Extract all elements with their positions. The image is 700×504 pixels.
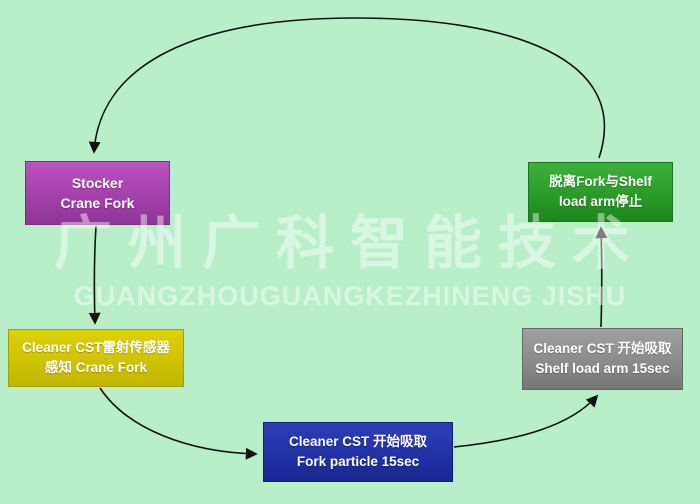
node-sensor-line2: 感知 Crane Fork [44, 360, 148, 375]
node-fork-line1: Cleaner CST 开始吸取 [288, 434, 428, 450]
watermark-latin: GUANGZHOUGUANGKEZHINENG JISHU [73, 281, 627, 311]
arrow-shelf-to-detach [595, 226, 608, 328]
arrow-detach-to-stocker [88, 17, 606, 159]
node-sensor-line1: Cleaner CST雷射传感器 [22, 340, 170, 356]
node-shelf-line1: Cleaner CST 开始吸取 [533, 341, 672, 357]
node-suction-shelf-load-arm: Cleaner CST 开始吸取 Shelf load arm 15sec [522, 328, 683, 390]
node-stocker-line2: Crane Fork [60, 195, 135, 211]
node-fork-line2: Fork particle 15sec [296, 454, 420, 469]
node-stocker-line1: Stocker [71, 174, 124, 191]
node-stocker-crane-fork: Stocker Crane Fork [25, 161, 170, 225]
node-laser-sensor-detect: Cleaner CST雷射传感器 感知 Crane Fork [8, 329, 184, 387]
node-detach-fork-shelf-stop: 脱离Fork与Shelf load arm停止 [528, 162, 673, 222]
node-shelf-line2: Shelf load arm 15sec [535, 361, 670, 376]
node-detach-line1: 脱离Fork与Shelf [549, 174, 652, 190]
node-suction-fork-particle: Cleaner CST 开始吸取 Fork particle 15sec [263, 422, 453, 482]
arrow-sensor-to-fork [99, 387, 258, 460]
node-detach-line2: load arm停止 [558, 194, 643, 209]
arrow-fork-to-shelf [453, 394, 599, 448]
arrow-stocker-to-sensor [88, 225, 101, 325]
